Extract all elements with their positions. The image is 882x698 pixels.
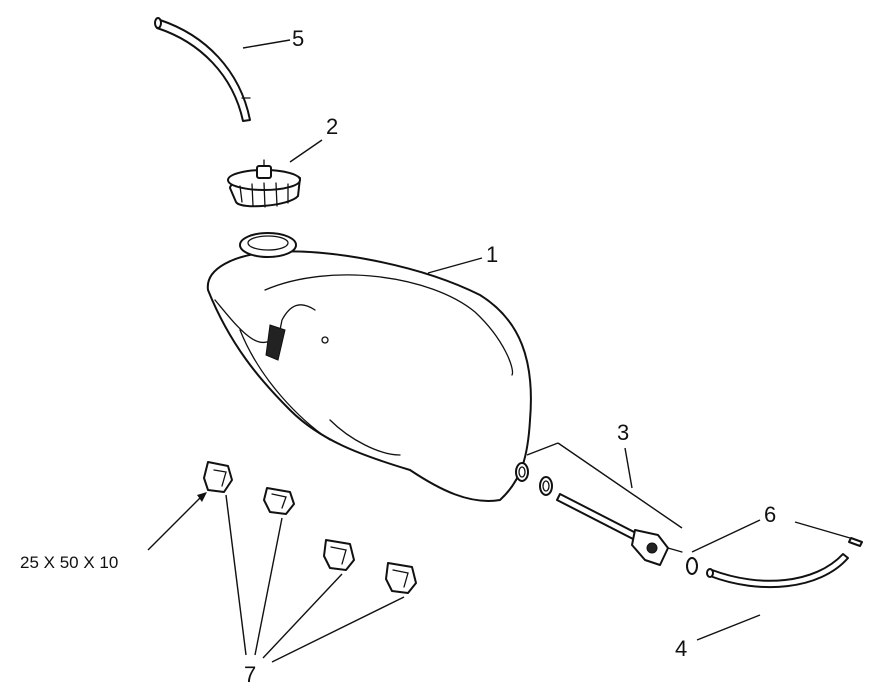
- part-1-fuel-tank: [206, 232, 532, 502]
- part-6-hose-clips: [686, 537, 863, 575]
- part-4-lower-hose: [706, 553, 849, 589]
- callout-2: 2: [326, 114, 338, 139]
- part-2-fuel-cap: [227, 159, 301, 208]
- leader-lines: [147, 39, 851, 663]
- callout-1: 1: [486, 242, 498, 267]
- pad-dimension-label: 25 X 50 X 10: [20, 553, 118, 572]
- part-5-fuel-hose: [154, 17, 251, 122]
- part-3-fuel-tap: [515, 462, 683, 566]
- callout-4: 4: [675, 636, 687, 661]
- part-7-rubber-pads: [203, 461, 417, 594]
- callout-5: 5: [292, 26, 304, 51]
- callout-3: 3: [617, 420, 629, 445]
- callout-7: 7: [244, 662, 256, 687]
- callout-6: 6: [764, 502, 776, 527]
